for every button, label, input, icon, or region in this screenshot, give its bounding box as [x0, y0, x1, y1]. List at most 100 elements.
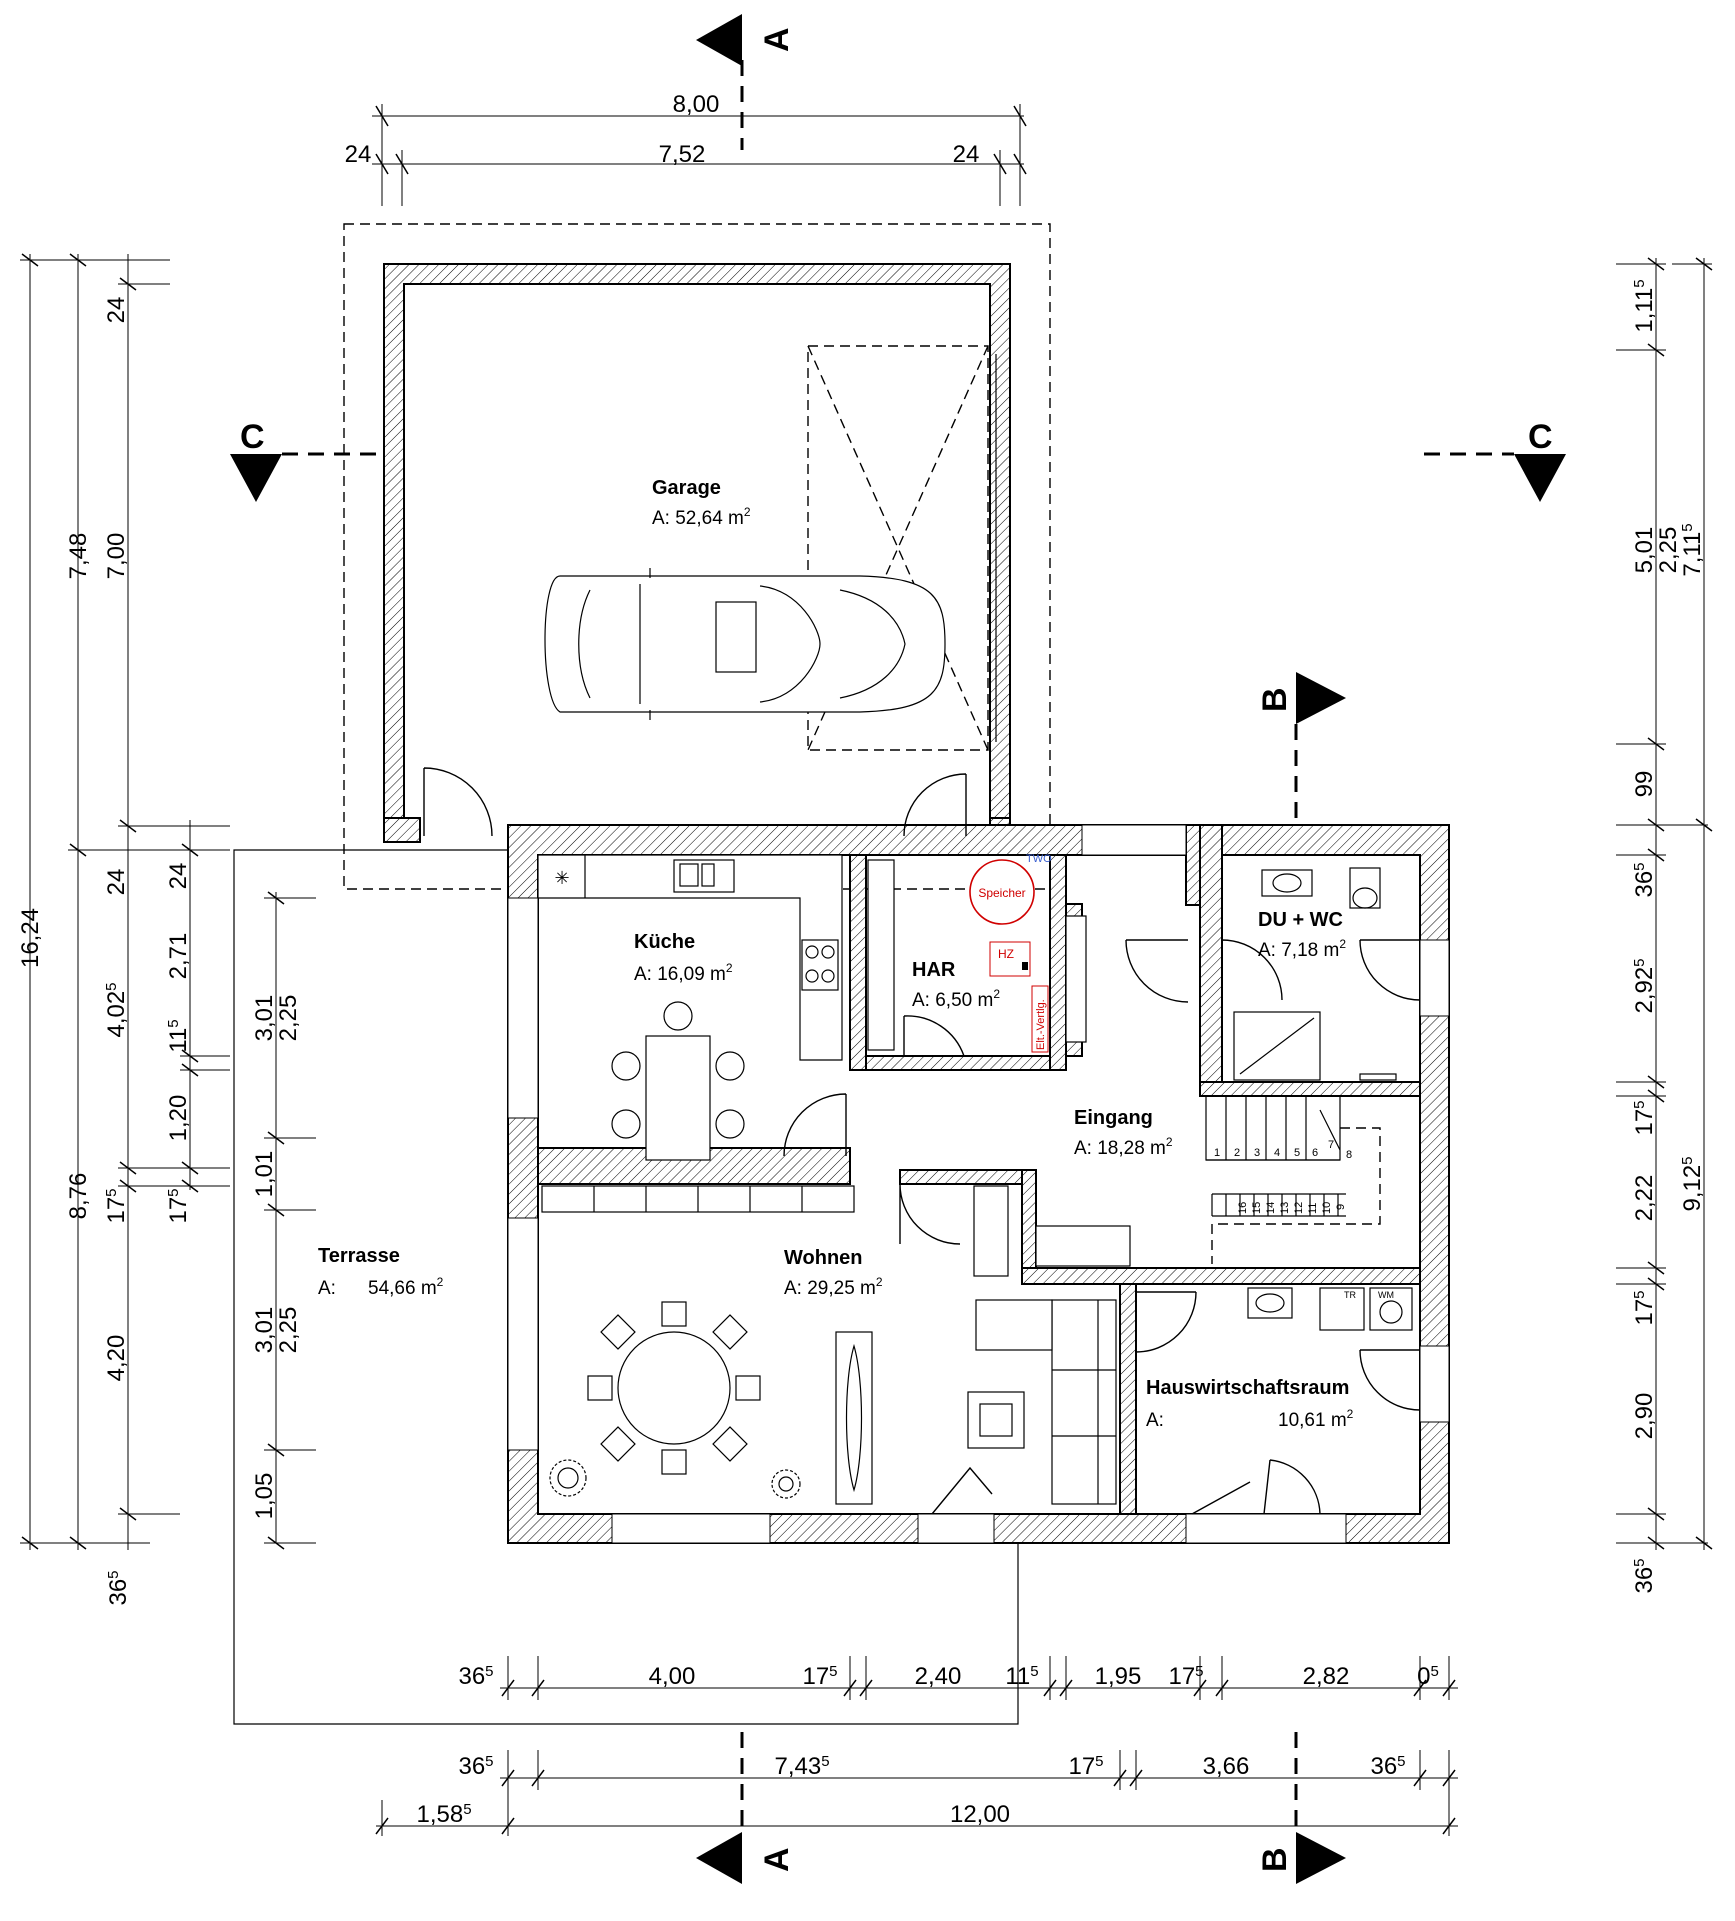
section-markers: A A B B C C [230, 14, 1566, 1884]
wall-har-right [1049, 854, 1067, 1071]
window-duwc-east [1419, 939, 1450, 1017]
cooktop-icon [801, 939, 839, 991]
dim-b1-b: 4,00 [649, 1663, 696, 1690]
living-furniture [549, 1299, 1117, 1505]
entrance-opening [1081, 824, 1187, 856]
dim-left-bottom: 365 [105, 1570, 132, 1605]
bathroom-fixtures [1233, 867, 1397, 1081]
dim-terrace-a1: 3,01 [251, 995, 278, 1042]
dim-top-right: 24 [953, 141, 980, 168]
terrasse-area-label: A: [318, 1278, 336, 1299]
garage-door-opening [807, 345, 989, 751]
section-c-arrow-right [1514, 454, 1566, 502]
garage-front-wall [383, 817, 421, 843]
dim-b1-a: 365 [458, 1663, 493, 1690]
wall-duwc-bottom [1199, 1081, 1421, 1097]
utility-sink [1247, 1287, 1293, 1319]
dryer-box [1319, 1287, 1365, 1331]
dim-b1-g: 175 [1168, 1663, 1203, 1690]
dim-right-b2: 2,25 [1655, 527, 1682, 574]
dim-left-inner-c: 24 [103, 869, 130, 896]
doors[interactable] [423, 767, 1421, 1515]
door-hwr[interactable] [1135, 1291, 1197, 1353]
stair-step-5: 5 [1294, 1147, 1300, 1159]
dimensions-left: 16,24 7,48 8,76 365 24 7,00 24 4,025 175… [17, 253, 230, 1606]
har-name: HAR [912, 959, 956, 981]
dim-top-middle: 7,52 [659, 141, 706, 168]
door-garage-left[interactable] [423, 767, 493, 837]
dim-right-outer-b: 9,125 [1679, 1156, 1706, 1211]
hwr-area-label: A: [1146, 1410, 1164, 1431]
dim-terrace-b: 1,01 [251, 1151, 278, 1198]
stair-step-8: 8 [1346, 1149, 1352, 1161]
dimensions-bottom: 365 4,00 175 2,40 115 1,95 175 2,82 05 3… [375, 1656, 1458, 1836]
sideboard [835, 1331, 873, 1505]
terrasse-area-value: 54,66 m2 [368, 1275, 444, 1299]
dim-left-third-c: 115 [165, 1019, 192, 1052]
entry-cabinet [1035, 1225, 1131, 1267]
two-label: TWO [1026, 853, 1052, 865]
stair-step-10: 10 [1321, 1202, 1333, 1214]
dim-terrace-c2: 2,25 [275, 1307, 302, 1354]
dim-b3-b: 12,00 [950, 1801, 1010, 1828]
wall-har-bottom [865, 1055, 1051, 1071]
dim-left-lower: 8,76 [65, 1173, 92, 1220]
sideboard-decor [845, 1343, 863, 1493]
dim-left-third-b: 2,71 [165, 933, 192, 980]
garage-roof-outline [343, 223, 1051, 890]
stair-step-13: 13 [1279, 1202, 1291, 1214]
dim-b2-e: 365 [1370, 1753, 1405, 1780]
garage-door-diag-1 [807, 345, 989, 751]
corridor-cabinet [1065, 915, 1087, 1043]
dim-left-inner-a: 24 [103, 297, 130, 324]
bath-rail [1359, 1073, 1397, 1081]
stair-dashed-turn [1211, 1127, 1381, 1264]
elt-label: Elt.-Vertlg. [1035, 999, 1047, 1050]
door-garage-right[interactable] [903, 773, 967, 837]
hz-box [989, 941, 1031, 977]
wall-wohnen-right-top [1021, 1169, 1037, 1271]
snowflake-icon: ✳ [554, 868, 569, 888]
section-a-arrow-top [696, 14, 742, 66]
dim-b2-c: 175 [1068, 1753, 1103, 1780]
utility-fixtures: TR WM [1247, 1287, 1413, 1331]
wall-duwc-outer [1199, 824, 1223, 1096]
stair-step-12: 12 [1293, 1202, 1305, 1214]
dim-right-a: 1,115 [1631, 279, 1658, 332]
kueche-area: A: 16,09 m2 [634, 961, 733, 985]
window-door-south [917, 1513, 995, 1544]
chair [715, 1051, 745, 1081]
toilet [1349, 867, 1381, 909]
garage [343, 223, 1051, 890]
dim-b1-f: 1,95 [1095, 1663, 1142, 1690]
section-a-label-top: A [758, 27, 796, 52]
terrace-outline [233, 849, 1019, 1725]
dim-right-d: 365 [1631, 862, 1658, 897]
wm-label: WM [1378, 1290, 1394, 1300]
door-hwr-south[interactable] [1191, 1459, 1321, 1515]
section-c-label-left: C [240, 418, 265, 456]
car-icon [544, 568, 946, 720]
hwr-area-value: 10,61 m2 [1278, 1407, 1354, 1431]
kitchen-table [645, 1035, 711, 1161]
duwc-area: A: 7,18 m2 [1258, 937, 1346, 961]
door-kitchen[interactable] [783, 1093, 847, 1157]
door-duwc[interactable] [1221, 939, 1283, 1001]
eingang-area: A: 18,28 m2 [1074, 1135, 1173, 1159]
door-entrance-south[interactable] [931, 1466, 993, 1515]
door-wohnen[interactable] [899, 1183, 961, 1245]
window-wohnen-west [507, 1217, 539, 1451]
kitchen-furniture: ✳ [537, 854, 855, 1213]
dim-right-j: 365 [1631, 1558, 1658, 1593]
section-c-arrow-left [230, 454, 282, 502]
room-labels: Garage A: 52,64 m2 Küche A: 16,09 m2 HAR… [318, 477, 1354, 1431]
door-duwc-window[interactable] [1359, 939, 1421, 1001]
door-corridor[interactable] [1125, 939, 1189, 1003]
dim-left-inner-b: 7,00 [103, 533, 130, 580]
wall-wohnen-hwr [1119, 1279, 1137, 1515]
door-har[interactable] [903, 1015, 965, 1057]
door-hwr-east[interactable] [1359, 1349, 1421, 1411]
duwc-name: DU + WC [1258, 909, 1343, 931]
garage-area: A: 52,64 m2 [652, 505, 751, 529]
